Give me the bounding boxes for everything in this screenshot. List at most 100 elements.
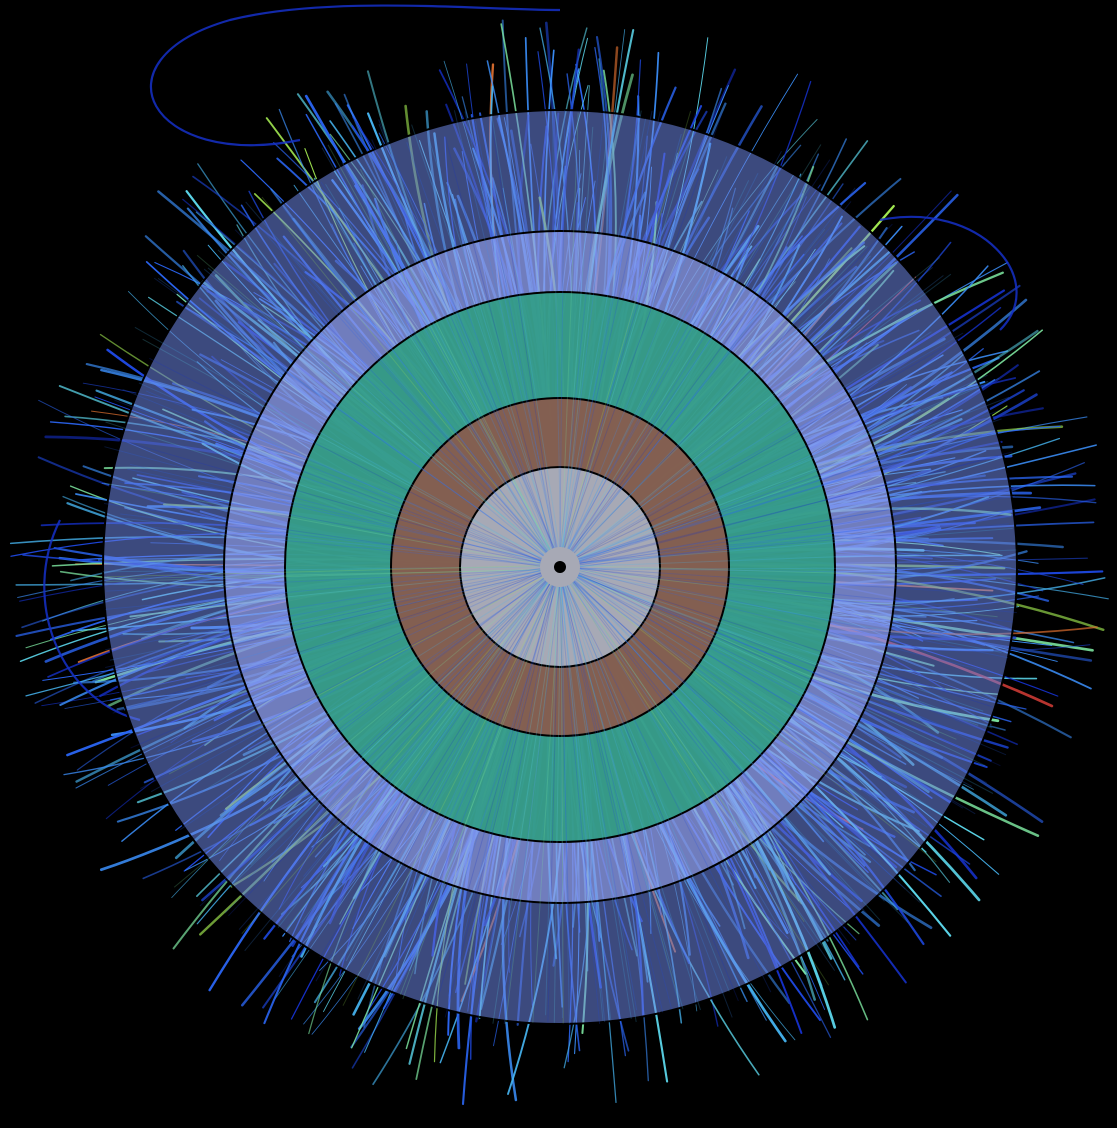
particle-track-overlay: [578, 396, 1010, 562]
particle-track-overlay: [566, 585, 739, 1002]
particle-track-overlay: [558, 586, 601, 1024]
particle-track-overlay: [574, 580, 906, 890]
particle-track-overlay: [130, 572, 541, 749]
particle-track-overlay: [576, 332, 964, 557]
particle-track-overlay: [576, 275, 944, 557]
particle-track-overlay: [286, 582, 549, 930]
particle-track-overlay: [563, 112, 696, 548]
particle-track-overlay: [357, 585, 554, 1000]
particle-track-overlay: [573, 581, 847, 931]
particle-track-overlay: [105, 568, 541, 610]
particle-track-overlay: [578, 574, 988, 784]
particle-track-overlay: [576, 576, 973, 787]
particle-track-overlay: [203, 268, 545, 556]
particle-track-overlay: [559, 110, 566, 548]
particle-track-overlay: [553, 586, 562, 1023]
particle-track-overlay: [579, 455, 999, 563]
looping-track: [149, 4, 561, 147]
particle-track-overlay: [579, 433, 987, 562]
particle-track-overlay: [278, 583, 551, 978]
particle-track-overlay: [565, 131, 694, 549]
particle-track-overlay: [282, 206, 548, 552]
particle-track-overlay: [103, 566, 541, 573]
particle-track-overlay: [402, 584, 552, 1000]
particle-track-overlay: [579, 486, 1015, 566]
particle-track-overlay: [411, 124, 556, 548]
particle-track-overlay: [579, 451, 1013, 565]
particle-track-overlay: [579, 549, 1017, 567]
particle-track-overlay: [579, 565, 1012, 579]
particle-track-overlay: [562, 111, 661, 548]
particle-track-overlay: [564, 118, 647, 548]
particle-track-overlay: [157, 573, 542, 752]
particle-track-overlay: [219, 579, 545, 898]
particle-track-overlay: [490, 111, 560, 548]
particle-track-overlay: [571, 180, 801, 552]
particle-track-overlay: [578, 573, 984, 712]
particle-track-overlay: [129, 463, 542, 562]
particle-track-overlay: [561, 586, 661, 1014]
particle-track-overlay: [453, 110, 558, 548]
particle-track-overlay: [380, 173, 551, 550]
particle-track-overlay: [579, 570, 998, 618]
particle-track-overlay: [568, 584, 746, 999]
particle-track-overlay: [296, 582, 549, 898]
particle-track-overlay: [207, 267, 547, 553]
particle-track-overlay: [578, 574, 974, 739]
particle-track-overlay: [579, 418, 1002, 563]
particle-track-overlay: [560, 586, 564, 1024]
particle-track-overlay: [575, 578, 937, 863]
particle-track-overlay: [575, 273, 952, 556]
particle-track-overlay: [577, 575, 983, 731]
particle-track-overlay: [572, 581, 881, 921]
particle-track-overlay: [572, 228, 826, 552]
particle-track-overlay: [381, 140, 553, 549]
particle-track-overlay: [149, 357, 542, 560]
particle-track-overlay: [579, 570, 1002, 676]
particle-track-overlay: [577, 410, 971, 559]
particle-track-overlay: [579, 567, 1016, 575]
particle-track-overlay: [224, 581, 548, 914]
particle-track-overlay: [579, 513, 998, 564]
particle-track-overlay: [567, 161, 786, 549]
particle-track-overlay: [572, 255, 871, 553]
particle-track-overlay: [105, 570, 541, 668]
particle-track-overlay: [382, 585, 554, 989]
particle-track-overlay: [429, 140, 555, 549]
particle-track-overlay: [199, 580, 546, 907]
particle-track-overlay: [569, 144, 822, 550]
particle-track-overlay: [136, 572, 542, 668]
particle-track-overlay: [561, 110, 642, 548]
particle-track-overlay: [447, 585, 554, 997]
particle-track-overlay: [564, 586, 679, 1003]
particle-track-overlay: [579, 495, 1015, 566]
particle-track-overlay: [563, 586, 637, 1023]
particle-track-overlay: [153, 277, 544, 557]
particle-track-overlay: [138, 382, 542, 562]
particle-track-overlay: [562, 110, 653, 548]
particle-track-overlay: [572, 187, 856, 552]
particle-track-overlay: [567, 133, 682, 549]
particle-track-overlay: [102, 515, 541, 566]
particle-track-overlay: [319, 583, 551, 958]
particle-track-overlay: [425, 586, 557, 1001]
particle-track-overlay: [579, 567, 1013, 623]
particle-track-overlay: [505, 586, 559, 1025]
particle-track-overlay: [572, 581, 834, 875]
particle-track-overlay: [378, 119, 555, 549]
particle-track-overlay: [118, 439, 542, 561]
particle-track-overlay: [474, 120, 556, 548]
particle-track-overlay: [138, 573, 542, 666]
particle-track-overlay: [572, 582, 851, 945]
particle-track-overlay: [238, 581, 547, 930]
looping-track: [879, 215, 1018, 331]
particle-track-overlay: [572, 186, 811, 552]
particle-track-overlay: [137, 417, 542, 562]
particle-track-overlay: [503, 586, 560, 1025]
particle-track-overlay: [563, 586, 684, 1010]
particle-track-overlay: [250, 580, 546, 866]
particle-track-overlay: [577, 333, 968, 558]
particle-track-overlay: [301, 582, 548, 924]
particle-track-overlay: [563, 586, 664, 1013]
